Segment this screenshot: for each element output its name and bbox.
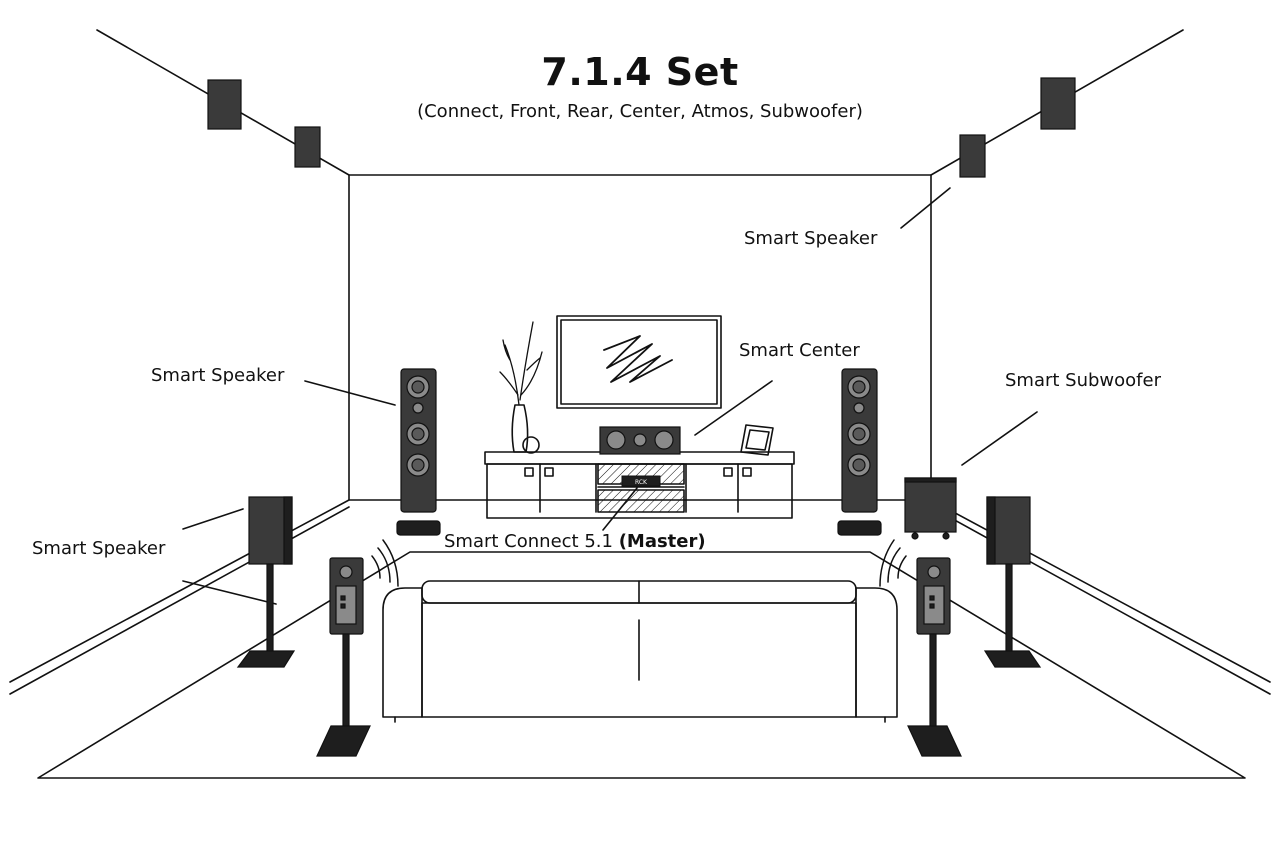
cabinet-knob <box>524 467 534 477</box>
device-display: RCK <box>635 479 648 486</box>
center-speaker <box>599 426 681 455</box>
cabinet-knob <box>723 467 733 477</box>
sofa-arm-left <box>382 587 423 718</box>
page-title: 7.1.4 Set <box>541 50 739 94</box>
tv-scribble <box>603 335 673 383</box>
sofa-seat <box>421 602 857 718</box>
label-smart-center: Smart Center <box>739 340 860 361</box>
sofa-arm-right <box>855 587 898 718</box>
tv-outer <box>556 315 722 409</box>
leader-line-top-right <box>900 187 951 229</box>
label-smart-speaker-top-right: Smart Speaker <box>744 228 878 249</box>
decor-ball <box>522 436 540 454</box>
rear-speaker-right <box>907 557 962 757</box>
label-smart-connect: Smart Connect 5.1 (Master) <box>444 531 706 552</box>
page-subtitle: (Connect, Front, Rear, Center, Atmos, Su… <box>417 101 863 122</box>
floor-edge-left <box>9 499 350 683</box>
cabinet-knob <box>544 467 554 477</box>
tower-speaker-right <box>837 368 882 536</box>
label-smart-connect-main: Smart Connect 5.1 <box>444 531 613 552</box>
baseboard-left <box>9 506 350 695</box>
leader-line-side-left-b <box>182 580 277 605</box>
atmos-speaker-rear-left <box>294 126 321 168</box>
cabinet-shelf-hatched <box>597 489 685 513</box>
subwoofer <box>904 477 957 540</box>
atmos-speaker-rear-right <box>959 134 986 178</box>
floor-rug <box>37 551 1246 779</box>
side-speaker-left <box>236 496 296 668</box>
label-smart-speaker-front-left: Smart Speaker <box>151 365 285 386</box>
leader-line-subwoofer <box>961 411 1038 466</box>
tower-speaker-left <box>396 368 441 536</box>
cabinet-knob <box>742 467 752 477</box>
label-smart-subwoofer: Smart Subwoofer <box>1005 370 1161 391</box>
label-smart-speaker-side-left: Smart Speaker <box>32 538 166 559</box>
sound-wave-left <box>371 539 399 587</box>
atmos-speaker-front-right <box>1040 77 1076 130</box>
tv-screen <box>560 319 718 405</box>
side-speaker-right <box>983 496 1042 668</box>
leader-line-side-left-a <box>182 508 244 530</box>
vase <box>511 404 529 453</box>
smart-connect-device: RCK <box>621 475 661 487</box>
leader-line-front-left <box>304 380 396 406</box>
rear-speaker-left <box>316 557 371 757</box>
floor-edge-right <box>930 499 1271 683</box>
photo-frame-inner <box>745 429 770 451</box>
atmos-speaker-front-left <box>207 79 242 130</box>
leader-line-center <box>694 380 773 436</box>
photo-frame <box>740 424 774 456</box>
baseboard-right <box>930 506 1271 695</box>
label-smart-connect-master: (Master) <box>618 531 706 552</box>
vase-branches <box>499 321 543 406</box>
sound-wave-right <box>879 539 907 587</box>
leader-line-connect <box>602 487 638 531</box>
